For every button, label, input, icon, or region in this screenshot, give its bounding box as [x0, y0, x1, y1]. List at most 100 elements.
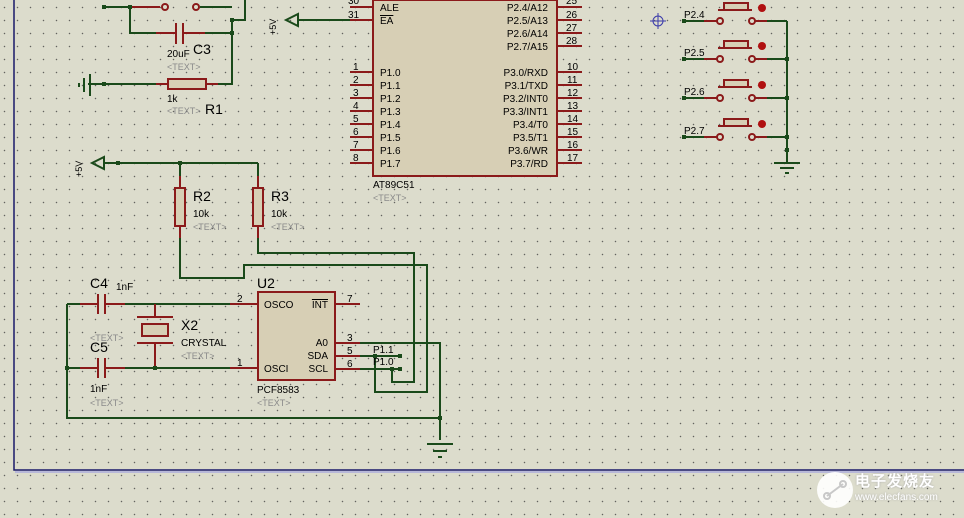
mcu-pin-num: 11 [567, 75, 578, 86]
net-label-p1-1: P1.1 [373, 345, 394, 356]
c5-ref: C5 [90, 339, 108, 355]
r2-text: <TEXT> [193, 222, 227, 232]
u2-pin-name: INT [311, 300, 328, 311]
placement-cursor [650, 13, 666, 29]
mcu-pin-name: P3.2/INT0 [502, 94, 548, 105]
r3-value: 10k [271, 209, 288, 220]
osc-wires [66, 303, 441, 440]
mcu-pin-name: P2.6/A14 [506, 29, 548, 40]
mcu-pin-num: 2 [353, 75, 359, 86]
mcu-pin-name: P3.1/TXD [504, 81, 548, 92]
watermark: 电子发烧友 www.elecfans.com [815, 466, 955, 512]
net-label-p1-0: P1.0 [373, 357, 394, 368]
reset-switch [130, 3, 232, 11]
mcu-pin-name: P1.4 [380, 120, 401, 131]
mcu-pin-name: P1.3 [380, 107, 401, 118]
u2-pin-name: A0 [315, 338, 328, 349]
mcu-pin-num: 26 [566, 10, 578, 21]
r3-ref: R3 [271, 188, 289, 204]
button-group [682, 2, 800, 174]
watermark-logo-icon [817, 472, 853, 508]
u2-pin-name: SDA [307, 351, 328, 362]
mcu-part-label: AT89C51 [373, 180, 415, 191]
button-p2-7 [684, 118, 787, 141]
u2-pin-num: 1 [237, 358, 243, 369]
mcu-pin-name: P3.0/RXD [503, 68, 548, 79]
u2-pin-name: OSCI [264, 364, 289, 375]
u2-part-label: PCF8583 [257, 385, 300, 396]
junctions-reset [102, 5, 234, 86]
c3-text: <TEXT> [167, 62, 201, 72]
resistor-r2 [174, 176, 186, 238]
mcu-pin-name: P1.2 [380, 94, 401, 105]
mcu-text: <TEXT> [373, 193, 407, 203]
sheet-border [13, 0, 964, 471]
rtc-body [257, 291, 336, 381]
u2-pin-name: OSCO [264, 300, 294, 311]
mcu-pin-num: 3 [353, 88, 359, 99]
net-label-p2-7: P2.7 [684, 126, 705, 137]
mcu-pin-num: 15 [567, 127, 579, 138]
mcu-pin-num: 10 [567, 62, 579, 73]
mcu-pin-name: P1.6 [380, 146, 401, 157]
u2-pin-num: 5 [347, 346, 353, 357]
u2-pin-num: 6 [347, 359, 353, 370]
c4-ref: C4 [90, 275, 108, 291]
mcu-pin-num: 14 [567, 114, 579, 125]
mcu-pin-num: 4 [353, 101, 359, 112]
mcu-pin-lines [350, 6, 582, 164]
mcu-pin-num: 25 [566, 0, 578, 7]
capacitor-c4 [80, 294, 125, 314]
mcu-pin-num: 8 [353, 153, 359, 164]
mcu-pin-name: P1.1 [380, 81, 401, 92]
capacitor-c3 [156, 23, 205, 44]
x2-text: <TEXT> [181, 351, 215, 361]
watermark-title: 电子发烧友 [855, 473, 936, 490]
r2-value: 10k [193, 209, 210, 220]
mcu-pin-name: ALE [380, 3, 399, 14]
mcu-pin-name: P1.7 [380, 159, 401, 170]
r1-value: 1k [167, 94, 178, 105]
ground-symbol-r1 [78, 74, 91, 96]
ground-symbol-main [427, 443, 453, 458]
button-p2-6 [684, 79, 787, 102]
button-p2-5 [684, 40, 787, 63]
mcu-pin-num: 13 [567, 101, 579, 112]
x2-ref: X2 [181, 317, 199, 333]
ea-power [283, 12, 350, 28]
net-label-p2-4: P2.4 [684, 10, 705, 21]
c3-ref: C3 [193, 41, 211, 57]
r3-text: <TEXT> [271, 222, 305, 232]
c5-text: <TEXT> [90, 398, 124, 408]
c3-value: 20uF [167, 49, 190, 60]
r1-ref: R1 [205, 101, 223, 117]
u2-pin-name: SCL [308, 364, 328, 375]
r2-ref: R2 [193, 188, 211, 204]
crystal-x2 [137, 304, 173, 368]
x2-value: CRYSTAL [181, 338, 227, 349]
u2-text: <TEXT> [257, 398, 291, 408]
mcu-pin-num: 7 [353, 140, 359, 151]
rtc-pin-lines [230, 303, 360, 370]
watermark-url: www.elecfans.com [855, 492, 938, 503]
mcu-pin-name: P2.4/A12 [506, 3, 548, 14]
mcu-pin-num: 28 [566, 36, 578, 47]
button-p2-4 [684, 2, 787, 25]
mcu-pin-name: P3.4/T0 [512, 120, 548, 131]
power-label-ea: +5V [268, 18, 278, 35]
capacitor-c5 [80, 358, 125, 378]
u2-ref: U2 [257, 275, 275, 291]
i2c-junctions [373, 354, 402, 371]
mcu-pin-num: 16 [567, 140, 579, 151]
c4-value: 1nF [116, 282, 134, 293]
mcu-body [372, 0, 558, 177]
mcu-pin-num: 27 [566, 23, 578, 34]
mcu-pin-num: 12 [567, 88, 579, 99]
u2-pin-num: 7 [347, 294, 353, 305]
power-label-pullup: +5V [74, 160, 84, 177]
u2-pin-num: 3 [347, 333, 353, 344]
mcu-pin-name: P3.5/T1 [512, 133, 548, 144]
mcu-pin-num: 1 [353, 62, 359, 73]
